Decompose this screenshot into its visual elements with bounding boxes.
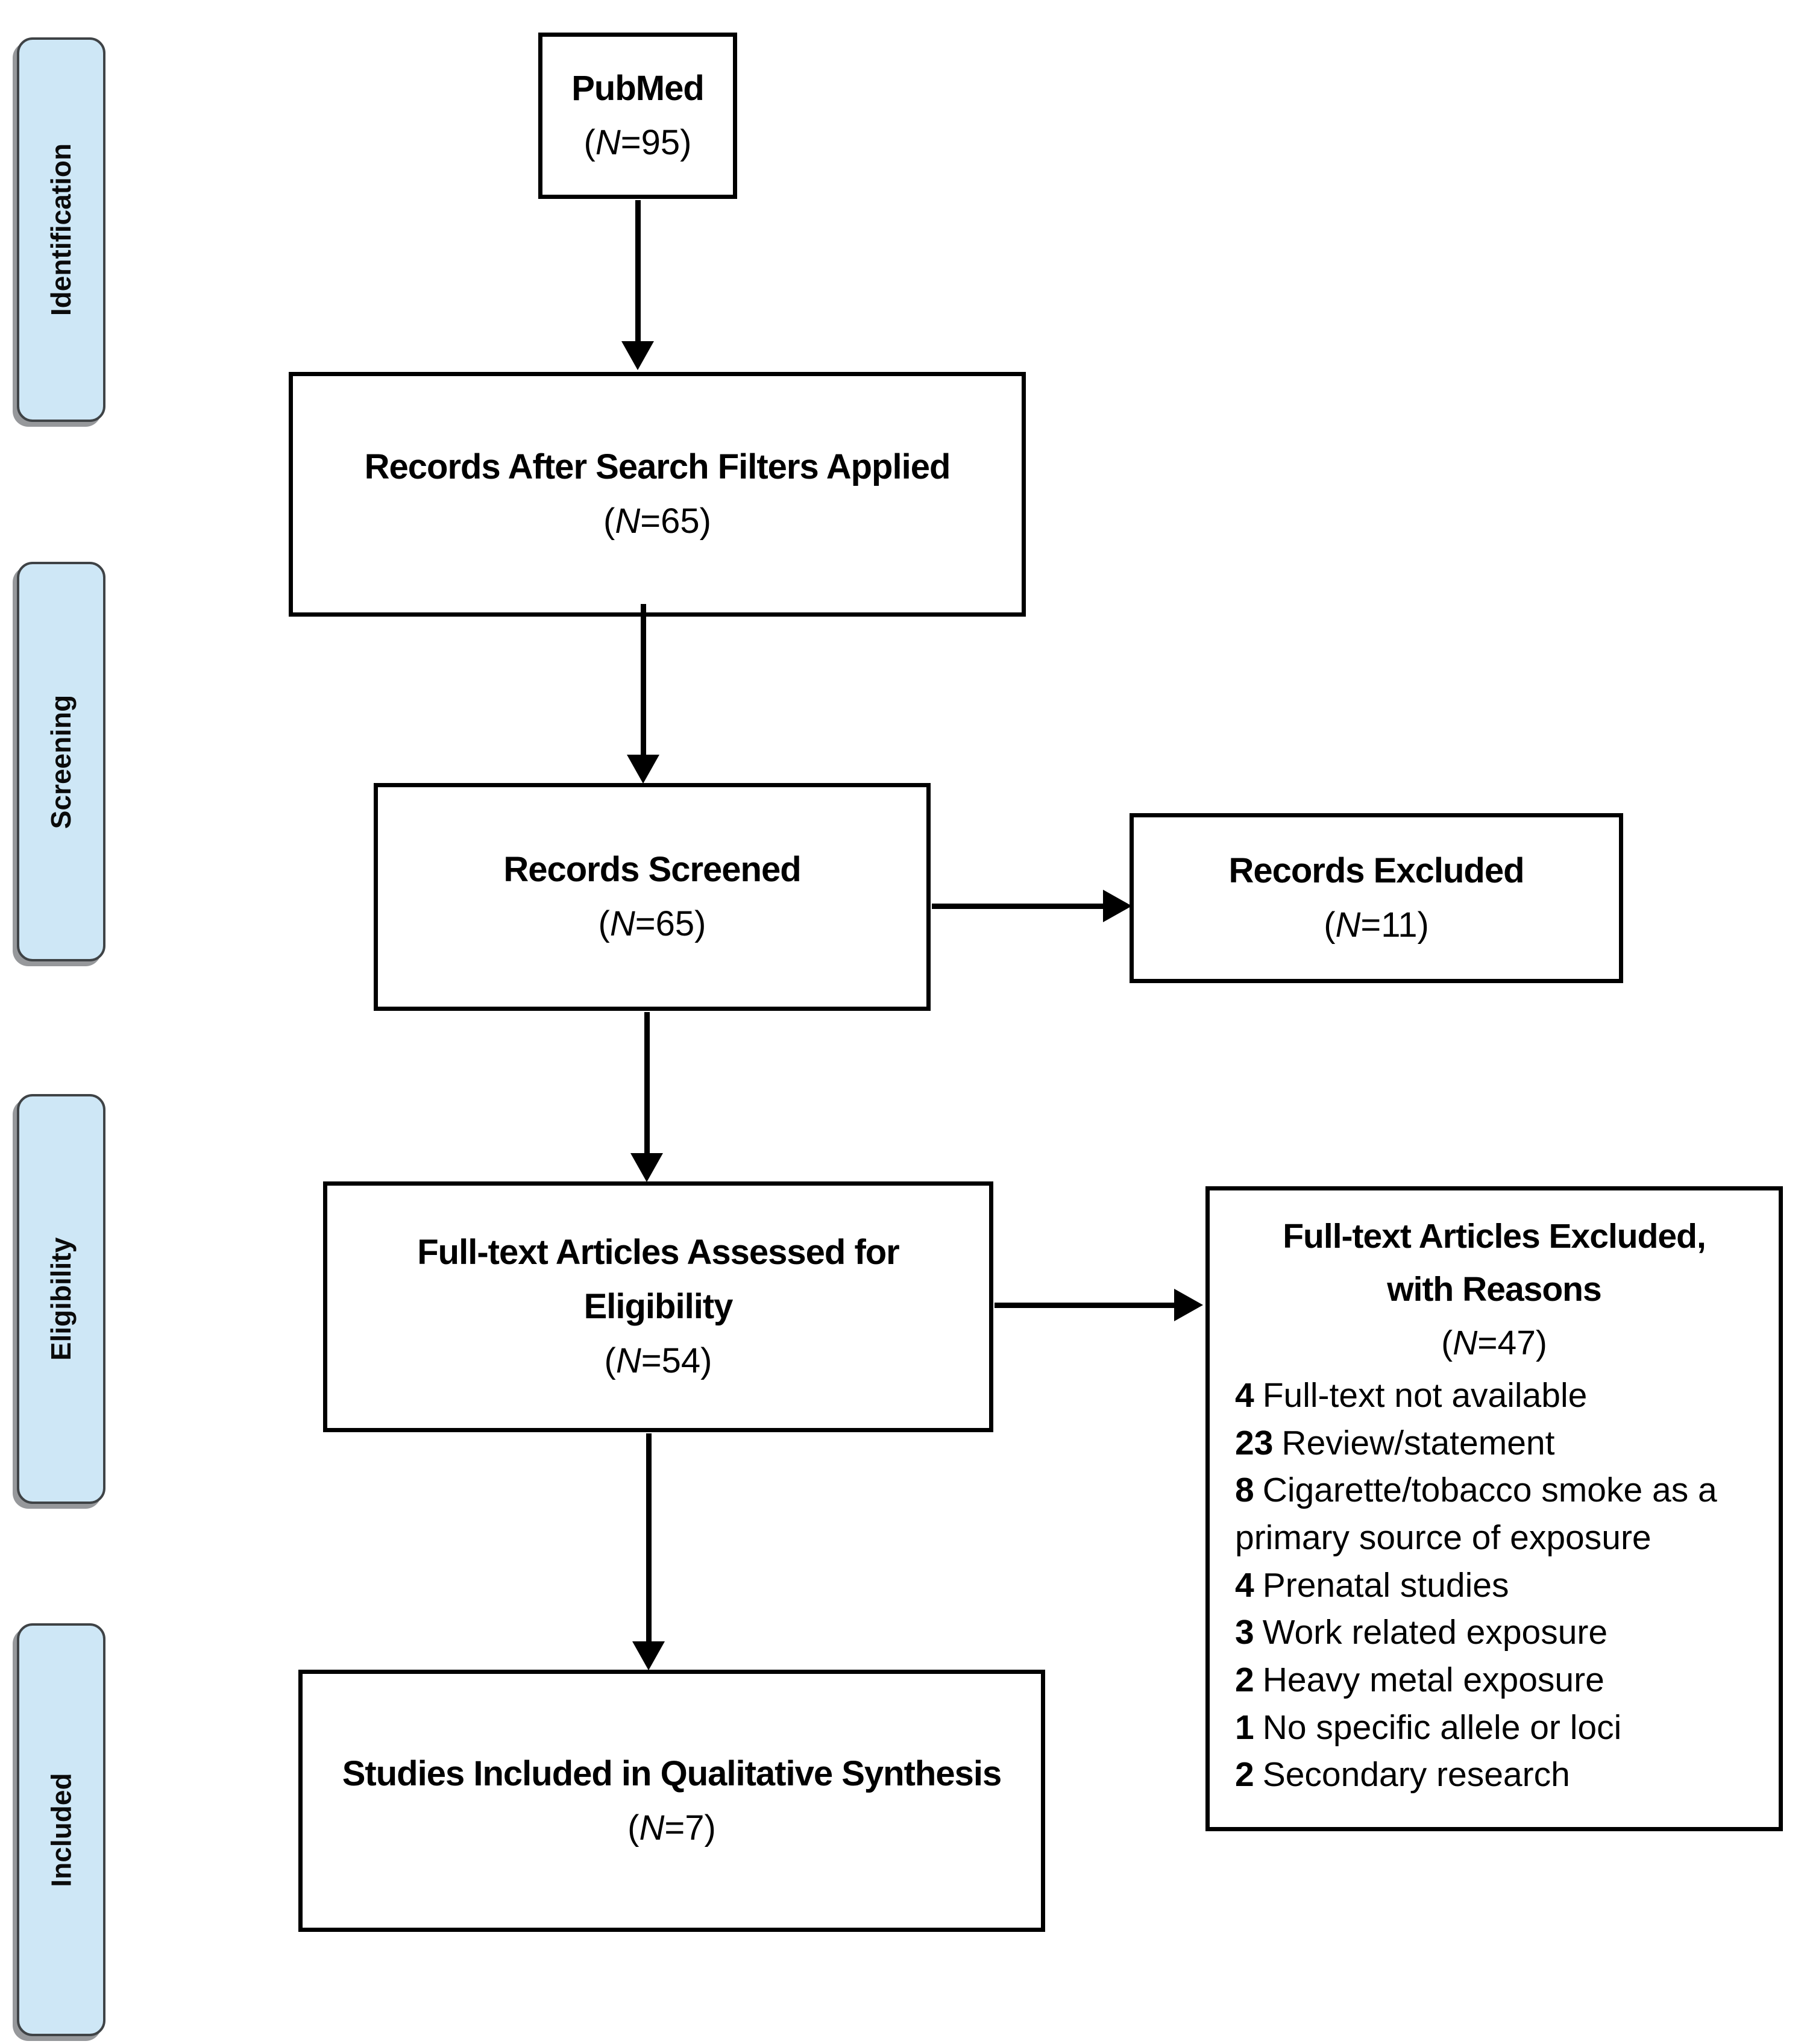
stage-screening: Screening: [17, 562, 105, 961]
count-open: (: [603, 502, 615, 541]
count-rest: =47): [1477, 1323, 1547, 1362]
arrow-pubmed-to-filters-line: [635, 200, 641, 344]
arrow-fulltext-to-included-line: [646, 1433, 652, 1643]
arrow-screened-to-excluded-head: [1103, 890, 1132, 922]
arrow-pubmed-to-filters-head: [621, 341, 654, 370]
reason-text: No specific allele or loci: [1262, 1708, 1622, 1747]
count-open: (: [1441, 1323, 1453, 1362]
count-var: N: [609, 904, 635, 943]
box-pubmed-title: PubMed: [571, 69, 705, 108]
count-rest: =95): [620, 123, 692, 162]
reason-count: 2: [1235, 1755, 1254, 1794]
box-records-screened-count: (N=65): [599, 897, 706, 951]
count-rest: =65): [635, 904, 706, 943]
stage-identification: Identification: [17, 37, 105, 422]
reason-text: Cigarette/tobacco smoke as a primary sou…: [1235, 1471, 1717, 1557]
count-open: (: [583, 123, 596, 162]
box-records-after-filters-count: (N=65): [603, 494, 711, 549]
count-rest: =7): [664, 1808, 716, 1847]
reason-count: 8: [1235, 1471, 1254, 1510]
count-var: N: [615, 502, 641, 541]
box-fulltext-assessed: Full-text Articles Assessed for Eligibil…: [323, 1181, 993, 1432]
reason-count: 2: [1235, 1660, 1254, 1699]
count-var: N: [615, 1341, 641, 1380]
box-fulltext-excluded-title-line2: with Reasons: [1387, 1270, 1601, 1309]
count-open: (: [627, 1808, 640, 1847]
count-open: (: [1324, 905, 1336, 945]
box-fulltext-excluded-title-line1: Full-text Articles Excluded,: [1283, 1217, 1706, 1256]
arrow-fulltext-to-reasons-line: [995, 1303, 1177, 1308]
box-records-after-filters-title: Records After Search Filters Applied: [364, 447, 951, 487]
stage-eligibility-label: Eligibility: [45, 1237, 77, 1361]
reason-count: 1: [1235, 1708, 1254, 1747]
arrow-screened-to-fulltext-head: [630, 1153, 663, 1182]
count-open: (: [598, 904, 610, 943]
reason-text: Work related exposure: [1262, 1613, 1608, 1652]
box-records-excluded-count: (N=11): [1324, 898, 1429, 952]
count-rest: =54): [641, 1341, 712, 1380]
count-var: N: [595, 123, 621, 162]
stage-included-label: Included: [45, 1772, 77, 1887]
arrow-fulltext-to-included-head: [632, 1641, 665, 1670]
count-var: N: [1453, 1323, 1478, 1362]
reason-count: 23: [1235, 1423, 1274, 1462]
reason-text: Heavy metal exposure: [1262, 1660, 1604, 1699]
stage-eligibility: Eligibility: [17, 1094, 105, 1504]
reason-text: Full-text not available: [1262, 1376, 1588, 1415]
box-fulltext-assessed-count: (N=54): [605, 1334, 712, 1388]
count-var: N: [1335, 905, 1361, 945]
count-open: (: [604, 1341, 616, 1380]
box-records-screened: Records Screened (N=65): [374, 783, 931, 1011]
arrow-fulltext-to-reasons-head: [1174, 1289, 1203, 1321]
arrow-screened-to-fulltext-line: [644, 1012, 650, 1154]
reason-count: 4: [1235, 1565, 1254, 1605]
reason-text: Review/statement: [1281, 1423, 1555, 1462]
box-pubmed-count: (N=95): [584, 116, 692, 170]
reason-count: 3: [1235, 1613, 1254, 1652]
box-studies-included-title: Studies Included in Qualitative Synthesi…: [342, 1753, 1002, 1793]
box-studies-included-count: (N=7): [627, 1801, 716, 1855]
reason-text: Secondary research: [1262, 1755, 1570, 1794]
reason-text: Prenatal studies: [1262, 1565, 1509, 1605]
box-records-excluded: Records Excluded (N=11): [1130, 813, 1623, 983]
box-records-after-filters: Records After Search Filters Applied (N=…: [289, 372, 1026, 617]
arrow-filters-to-screened-head: [627, 755, 659, 784]
box-records-excluded-title: Records Excluded: [1228, 851, 1524, 891]
box-fulltext-excluded-count: (N=47): [1224, 1316, 1764, 1369]
stage-screening-label: Screening: [45, 694, 77, 829]
reason-count: 4: [1235, 1376, 1254, 1415]
stage-included: Included: [17, 1623, 105, 2036]
box-pubmed: PubMed (N=95): [538, 33, 737, 199]
box-records-screened-title: Records Screened: [503, 850, 801, 890]
count-rest: =11): [1360, 905, 1429, 945]
count-rest: =65): [640, 502, 711, 541]
box-fulltext-assessed-title: Full-text Articles Assessed for Eligibil…: [417, 1233, 900, 1327]
count-var: N: [639, 1808, 665, 1847]
arrow-screened-to-excluded-line: [932, 904, 1105, 909]
arrow-filters-to-screened-line: [641, 604, 646, 756]
box-fulltext-excluded-reasons: Full-text Articles Excluded, with Reason…: [1205, 1186, 1783, 1831]
box-studies-included: Studies Included in Qualitative Synthesi…: [298, 1670, 1045, 1932]
stage-identification-label: Identification: [45, 143, 77, 316]
